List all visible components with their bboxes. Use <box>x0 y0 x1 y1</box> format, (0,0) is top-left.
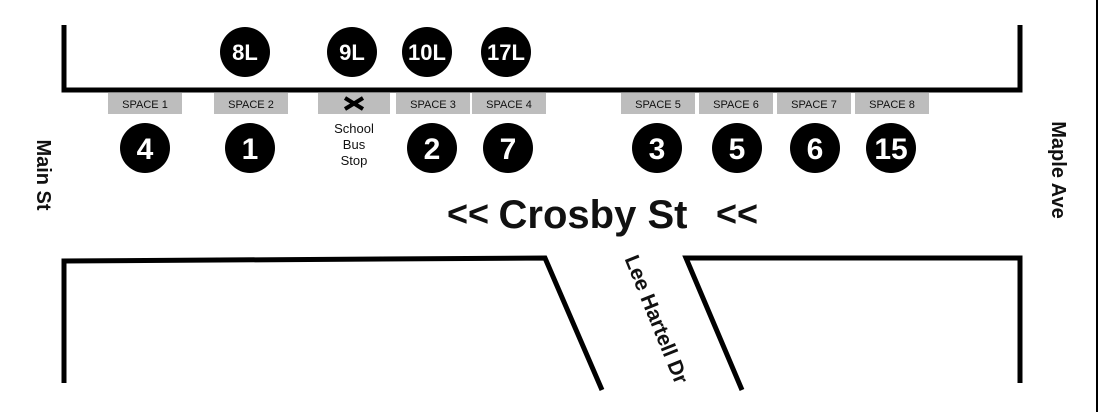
parking-space-box <box>214 93 288 114</box>
route-badge: 4 <box>120 123 170 173</box>
route-badge-label: 1 <box>242 133 259 166</box>
maple-ave-label: Maple Ave <box>1047 121 1069 218</box>
crosby-arrows-right: << <box>716 193 758 234</box>
parking-space: SPACE 5 <box>621 93 695 114</box>
route-badge: 7 <box>483 123 533 173</box>
parking-space: SPACE 7 <box>777 93 851 114</box>
crosby-st-label: Crosby St <box>499 193 688 237</box>
parking-space-box <box>699 93 773 114</box>
top-route-badges: 8L 9L 10L 17L <box>220 27 531 77</box>
route-badge-label: 15 <box>874 133 907 166</box>
parking-space-box <box>777 93 851 114</box>
southeast-curb <box>682 255 1023 391</box>
route-badge-label: 4 <box>137 133 154 166</box>
parking-space: SPACE 2 <box>214 93 288 114</box>
parking-space-label: SPACE 4 <box>486 99 532 111</box>
parking-space-label: SPACE 7 <box>791 99 837 111</box>
route-badge: 10L <box>402 27 452 77</box>
parking-space: SPACE 6 <box>699 93 773 114</box>
route-badge-label: 7 <box>500 133 517 166</box>
route-badge-label: 8L <box>232 40 258 65</box>
route-badge-circle <box>327 27 377 77</box>
route-badge-label: 5 <box>729 133 746 166</box>
route-badge-circle <box>632 123 682 173</box>
route-badge: 5 <box>712 123 762 173</box>
route-badge-circle <box>220 27 270 77</box>
route-badge-label: 2 <box>424 133 441 166</box>
route-badge: 15 <box>866 123 916 173</box>
parking-space-label: SPACE 6 <box>713 99 759 111</box>
parking-space: SPACE 4 <box>472 93 546 114</box>
route-badge-circle <box>483 123 533 173</box>
parking-space-label: SPACE 8 <box>869 99 915 111</box>
parking-space-label: SPACE 5 <box>635 99 681 111</box>
x-icon <box>343 96 365 111</box>
parking-space: SPACE 3 <box>396 93 470 114</box>
crosby-arrows-left: << <box>447 193 489 234</box>
parking-space-box <box>855 93 929 114</box>
route-badge-circle <box>402 27 452 77</box>
parking-space-box <box>621 93 695 114</box>
route-badge: 1 <box>225 123 275 173</box>
parking-space-label: SPACE 1 <box>122 99 168 111</box>
parking-spaces: SPACE 1 SPACE 2 SPACE 3 SPACE 4 SPACE 5 SPACE… <box>108 93 929 114</box>
parking-space-label: SPACE 2 <box>228 99 274 111</box>
parking-space-box <box>396 93 470 114</box>
route-badge-label: 3 <box>649 133 666 166</box>
southwest-curb <box>61 255 605 391</box>
route-badge: 6 <box>790 123 840 173</box>
school-bus-stop-line-2: Bus <box>343 137 366 152</box>
school-bus-stop-line-3: Stop <box>341 153 368 168</box>
parking-space-box <box>108 93 182 114</box>
route-badge-label: 10L <box>408 40 446 65</box>
route-badge-circle <box>481 27 531 77</box>
route-badge: 2 <box>407 123 457 173</box>
route-badge-circle <box>225 123 275 173</box>
parking-space-box <box>472 93 546 114</box>
parking-space-label: SPACE 3 <box>410 99 456 111</box>
route-badge-label: 6 <box>807 133 824 166</box>
bottom-route-badges: 4 1 2 7 3 5 6 15 <box>120 123 916 173</box>
route-badge-circle <box>712 123 762 173</box>
school-bus-stop-line-1: School <box>334 121 374 136</box>
route-badge-circle <box>120 123 170 173</box>
route-badge: 3 <box>632 123 682 173</box>
route-badge-label: 17L <box>487 40 525 65</box>
main-st-label: Main St <box>32 139 54 210</box>
route-badge-circle <box>407 123 457 173</box>
school-bus-stop: School Bus Stop <box>318 93 390 168</box>
route-badge-circle <box>790 123 840 173</box>
route-badge: 9L <box>327 27 377 77</box>
route-badge: 17L <box>481 27 531 77</box>
route-badge-circle <box>866 123 916 173</box>
north-curb <box>61 25 1023 93</box>
parking-space: SPACE 1 <box>108 93 182 114</box>
route-badge-label: 9L <box>339 40 365 65</box>
parking-space: SPACE 8 <box>855 93 929 114</box>
route-badge: 8L <box>220 27 270 77</box>
lee-hartell-dr-label: Lee Hartell Dr <box>620 252 692 387</box>
